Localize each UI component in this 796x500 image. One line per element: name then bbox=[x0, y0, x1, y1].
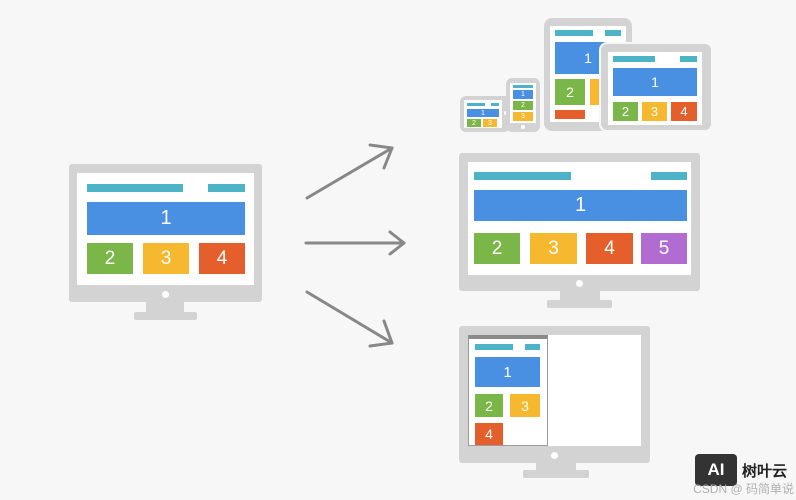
narrow-header-bar-left bbox=[475, 344, 513, 350]
small-landscape-phone: 1 2 3 bbox=[460, 96, 510, 132]
source-tile-3: 3 bbox=[143, 243, 189, 274]
small-landscape-phone-tile-1: 1 bbox=[467, 109, 499, 117]
small-portrait-phone-button bbox=[521, 125, 525, 129]
watermark-brand: 树叶云 bbox=[742, 463, 788, 480]
arrow-down-right bbox=[300, 285, 400, 351]
landscape-tablet-tile-4-label: 4 bbox=[680, 104, 688, 119]
portrait-tablet-tile-2-label: 2 bbox=[566, 84, 574, 100]
source-monitor-screen: 1 2 3 4 bbox=[77, 173, 254, 285]
arrow-right bbox=[300, 228, 410, 258]
wide-power-dot bbox=[576, 280, 583, 287]
wide-tile-1: 1 bbox=[474, 190, 687, 221]
source-tile-1-label: 1 bbox=[160, 207, 172, 229]
narrow-tile-2-label: 2 bbox=[485, 397, 493, 414]
narrow-tile-3: 3 bbox=[510, 394, 540, 417]
narrow-power-dot bbox=[551, 452, 558, 459]
small-portrait-phone-tile-3: 3 bbox=[513, 112, 533, 121]
narrow-tile-4: 4 bbox=[475, 423, 503, 445]
source-monitor-base bbox=[134, 312, 197, 320]
source-header-bar-left bbox=[87, 184, 183, 192]
wide-monitor: 1 2 3 4 5 bbox=[459, 153, 700, 291]
source-tile-3-label: 3 bbox=[160, 247, 172, 269]
wide-header-bar-right bbox=[651, 172, 687, 180]
landscape-tablet-tile-4: 4 bbox=[671, 102, 697, 121]
wide-tile-4: 4 bbox=[586, 233, 633, 264]
narrow-header-bar-right bbox=[525, 344, 540, 350]
small-landscape-phone-tile-1-label: 1 bbox=[481, 109, 485, 117]
small-portrait-phone-bar bbox=[513, 85, 533, 88]
landscape-tablet-bar-right bbox=[680, 56, 697, 62]
small-landscape-phone-screen: 1 2 3 bbox=[464, 100, 502, 128]
narrow-tile-2: 2 bbox=[475, 394, 503, 417]
source-tile-1: 1 bbox=[87, 202, 245, 235]
portrait-tablet-tile-4 bbox=[555, 110, 585, 119]
source-tile-4: 4 bbox=[199, 243, 245, 274]
landscape-tablet-tile-2: 2 bbox=[613, 102, 638, 121]
small-landscape-phone-bar-right bbox=[491, 103, 499, 106]
watermark-logo-text: AI bbox=[707, 460, 725, 479]
small-portrait-phone-tile-1: 1 bbox=[513, 90, 533, 99]
landscape-tablet-tile-3-label: 3 bbox=[650, 104, 659, 119]
small-landscape-phone-tile-2-label: 2 bbox=[472, 119, 476, 127]
wide-tile-2: 2 bbox=[474, 233, 520, 264]
source-tile-2-label: 2 bbox=[104, 247, 116, 269]
landscape-tablet-tile-1-label: 1 bbox=[651, 74, 659, 90]
landscape-tablet-tile-2-label: 2 bbox=[621, 104, 630, 119]
wide-tile-2-label: 2 bbox=[491, 237, 503, 259]
landscape-tablet: 1 2 3 4 bbox=[599, 42, 713, 132]
wide-tile-5-label: 5 bbox=[658, 237, 670, 259]
narrow-browser-window: 1 2 3 4 bbox=[468, 335, 548, 446]
portrait-tablet-bar-left bbox=[555, 30, 593, 36]
narrow-tile-3-label: 3 bbox=[521, 397, 529, 414]
portrait-tablet-bar-right bbox=[605, 30, 621, 36]
small-landscape-phone-tile-3: 3 bbox=[483, 119, 497, 127]
portrait-tablet-tile-2: 2 bbox=[555, 79, 585, 105]
landscape-tablet-bar-left bbox=[613, 56, 655, 62]
wide-header-bar-left bbox=[474, 172, 571, 180]
small-portrait-phone-tile-2: 2 bbox=[513, 101, 533, 110]
small-portrait-phone-tile-1-label: 1 bbox=[521, 91, 525, 98]
small-landscape-phone-bar bbox=[467, 103, 485, 106]
small-portrait-phone-screen: 1 2 3 bbox=[510, 83, 536, 123]
landscape-tablet-tile-1: 1 bbox=[613, 68, 697, 96]
source-power-dot bbox=[162, 291, 169, 298]
small-portrait-phone-tile-2-label: 2 bbox=[521, 102, 525, 109]
landscape-tablet-tile-3: 3 bbox=[642, 102, 667, 121]
source-tile-4-label: 4 bbox=[216, 247, 228, 269]
landscape-tablet-screen: 1 2 3 4 bbox=[608, 52, 702, 125]
source-header-bar-right bbox=[208, 184, 245, 192]
wide-tile-5: 5 bbox=[641, 233, 687, 264]
wide-tile-1-label: 1 bbox=[574, 194, 587, 216]
narrow-tile-1-label: 1 bbox=[503, 363, 512, 381]
wide-tile-3: 3 bbox=[530, 233, 577, 264]
wide-tile-3-label: 3 bbox=[548, 237, 559, 259]
narrow-tile-1: 1 bbox=[475, 357, 540, 387]
small-portrait-phone: 1 2 3 bbox=[506, 78, 540, 132]
narrow-layout-monitor: 1 2 3 4 bbox=[459, 326, 650, 463]
narrow-monitor-neck bbox=[536, 462, 576, 472]
source-monitor: 1 2 3 4 bbox=[69, 164, 262, 302]
source-tile-2: 2 bbox=[87, 243, 133, 274]
narrow-layout-monitor-screen: 1 2 3 4 bbox=[468, 335, 641, 446]
small-landscape-phone-tile-3-label: 3 bbox=[488, 119, 492, 127]
small-landscape-phone-tile-2: 2 bbox=[467, 119, 481, 127]
wide-monitor-screen: 1 2 3 4 5 bbox=[468, 162, 691, 275]
wide-monitor-base bbox=[547, 300, 612, 308]
wide-tile-4-label: 4 bbox=[604, 237, 615, 259]
narrow-tile-4-label: 4 bbox=[485, 426, 493, 442]
wide-monitor-neck bbox=[560, 291, 600, 302]
source-monitor-neck bbox=[146, 302, 184, 314]
arrow-up-right bbox=[300, 138, 400, 204]
small-portrait-phone-tile-3-label: 3 bbox=[521, 113, 525, 120]
narrow-monitor-base bbox=[523, 470, 589, 478]
watermark-logo: AI bbox=[695, 454, 737, 486]
portrait-tablet-tile-1-label: 1 bbox=[584, 50, 592, 66]
watermark-source: CSDN @ 码简单说 bbox=[693, 482, 794, 496]
